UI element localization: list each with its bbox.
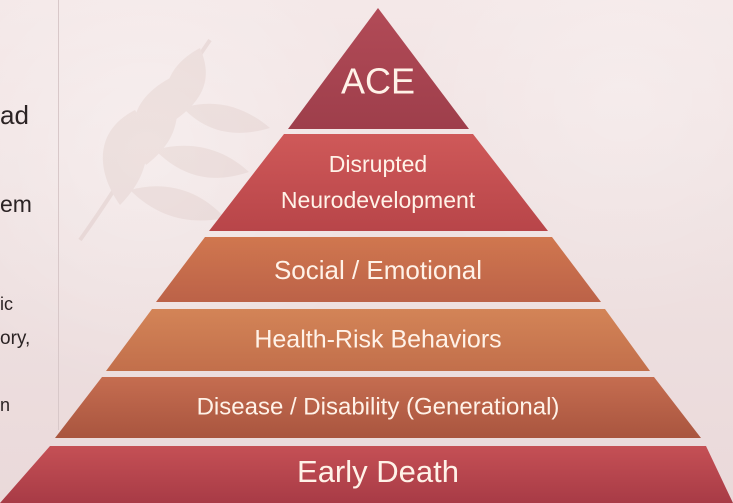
left-cut-text: ad em ic ory, n bbox=[0, 0, 58, 503]
leaf-watermark bbox=[78, 38, 270, 242]
tier-label-ace: ACE bbox=[341, 61, 415, 102]
left-text-line: ad bbox=[0, 100, 29, 130]
left-text-line: em bbox=[0, 191, 32, 217]
pyramid-tier-health-risk-behaviors bbox=[106, 309, 650, 371]
left-text-line: ic bbox=[0, 294, 13, 314]
left-text-line: n bbox=[0, 395, 11, 415]
pyramid-tier-ace bbox=[288, 8, 469, 129]
tier-label-line: Neurodevelopment bbox=[281, 187, 476, 213]
pyramid-tier-social-emotional bbox=[156, 237, 601, 302]
pyramid-tier-early-death bbox=[0, 446, 733, 503]
tier-label-health-risk-behaviors: Health-Risk Behaviors bbox=[254, 326, 501, 354]
left-text-line: ory, bbox=[0, 328, 31, 349]
pyramid-tier-disrupted-neurodevelopment bbox=[209, 134, 548, 231]
tier-label-line: Disrupted bbox=[329, 151, 427, 177]
tier-label-early-death: Early Death bbox=[297, 454, 459, 489]
vertical-divider bbox=[58, 0, 59, 430]
tier-label-social-emotional: Social / Emotional bbox=[274, 255, 482, 285]
tier-label-disease-disability: Disease / Disability (Generational) bbox=[197, 393, 560, 420]
pyramid-tier-disease-disability bbox=[55, 377, 701, 438]
